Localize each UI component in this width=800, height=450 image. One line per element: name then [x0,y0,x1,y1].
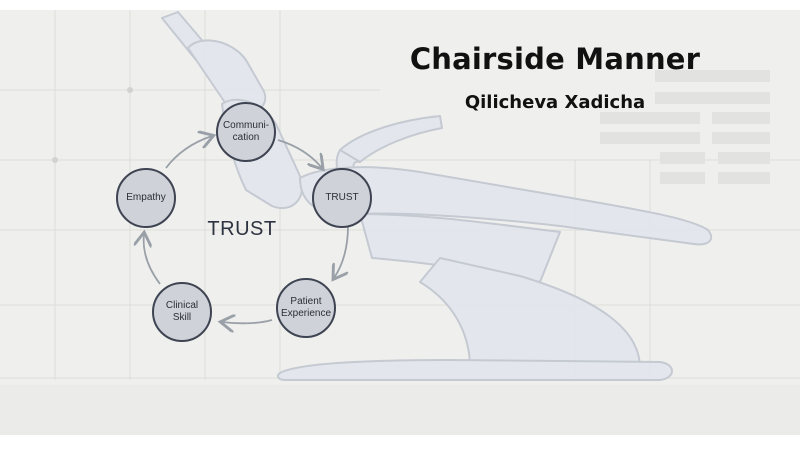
arrow-trust-to-patient [334,225,349,278]
chair-armrest [339,115,443,163]
slide-title: Chairside Manner [409,42,701,76]
bottom-strip [0,385,800,435]
cycle-node-communication: Communi- cation [216,102,276,162]
cycle-node-trust: TRUST [312,168,372,228]
cycle-arrows [144,136,349,323]
faint-table [600,70,770,184]
cycle-center-label: TRUST [207,218,277,240]
cycle-node-clinical-skill: Clinical Skill [152,282,212,342]
cycle-node-patient-experience: Patient Experience [276,278,336,338]
slide-subtitle: Qilicheva Xadicha [464,92,646,113]
arrow-empathy-to-communication [165,136,212,169]
arrow-clinical-to-empathy [144,234,161,285]
chair-seat-panel [359,213,561,283]
cycle-node-empathy: Empathy [116,168,176,228]
arrow-patient-to-clinical [222,320,273,323]
chair-base-plate [276,359,673,381]
arrow-communication-to-trust [277,139,322,168]
